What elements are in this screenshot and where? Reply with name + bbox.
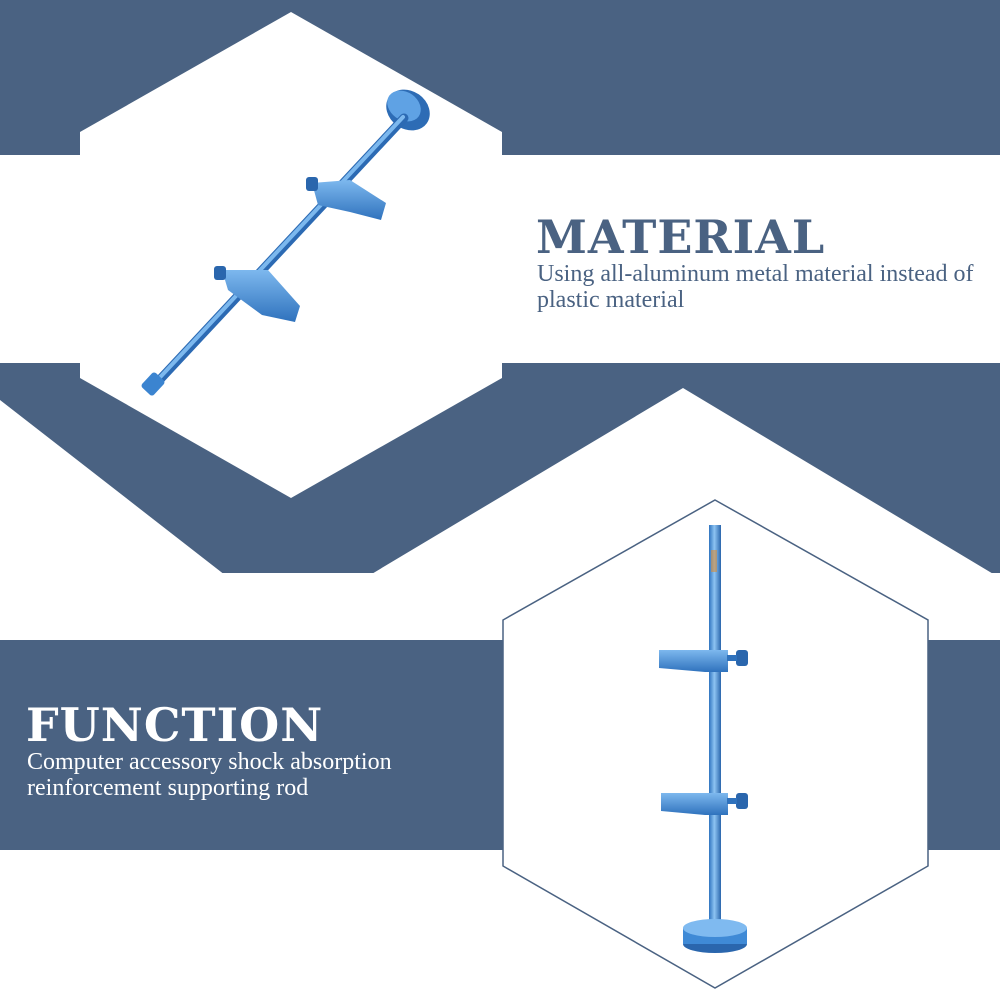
top-hexagon [80, 12, 502, 498]
function-heading: FUNCTION [26, 698, 324, 752]
material-description: Using all-aluminum metal material instea… [537, 261, 974, 313]
support-rod-diagonal-photo [141, 89, 430, 396]
material-heading: MATERIAL [536, 210, 826, 264]
function-description: Computer accessory shock absorption rein… [27, 749, 392, 801]
support-rod-vertical-photo [659, 525, 748, 953]
